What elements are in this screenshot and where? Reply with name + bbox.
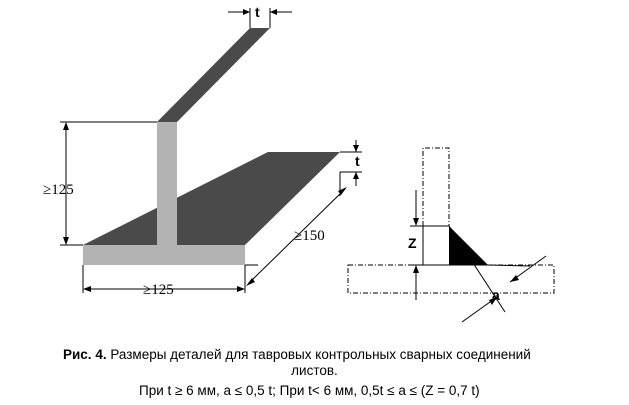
weld-cross-section: Z a	[347, 147, 555, 323]
label-height: ≥125	[43, 182, 74, 198]
figure-caption: Рис. 4. Размеры деталей для тавровых кон…	[0, 347, 629, 399]
label-t-top: t	[255, 4, 260, 20]
caption-label: Рис. 4.	[63, 347, 107, 362]
label-z: Z	[408, 235, 417, 251]
tee-joint-3d	[83, 28, 340, 265]
label-width: ≥125	[143, 282, 174, 298]
weld-fillet	[449, 226, 488, 265]
label-length: ≥150	[294, 228, 325, 244]
tee-joint-diagram: t ≥125 ≥125 ≥150 t	[43, 4, 555, 323]
base-plate-front-face	[83, 245, 245, 265]
base-plate-top-face	[83, 152, 340, 245]
vertical-plate-front-face	[157, 122, 177, 245]
caption-text-line2: листов.	[291, 363, 338, 378]
caption-text-line3: При t ≥ 6 мм, a ≤ 0,5 t; При t< 6 мм, 0,…	[139, 383, 480, 398]
label-t-base: t	[355, 153, 360, 169]
vertical-plate-side-face	[157, 28, 270, 122]
dimensions-left: t ≥125 ≥125 ≥150 t	[43, 4, 362, 298]
label-a: a	[492, 287, 500, 303]
caption-text-line1: Размеры деталей для тавровых контрольных…	[106, 347, 531, 362]
